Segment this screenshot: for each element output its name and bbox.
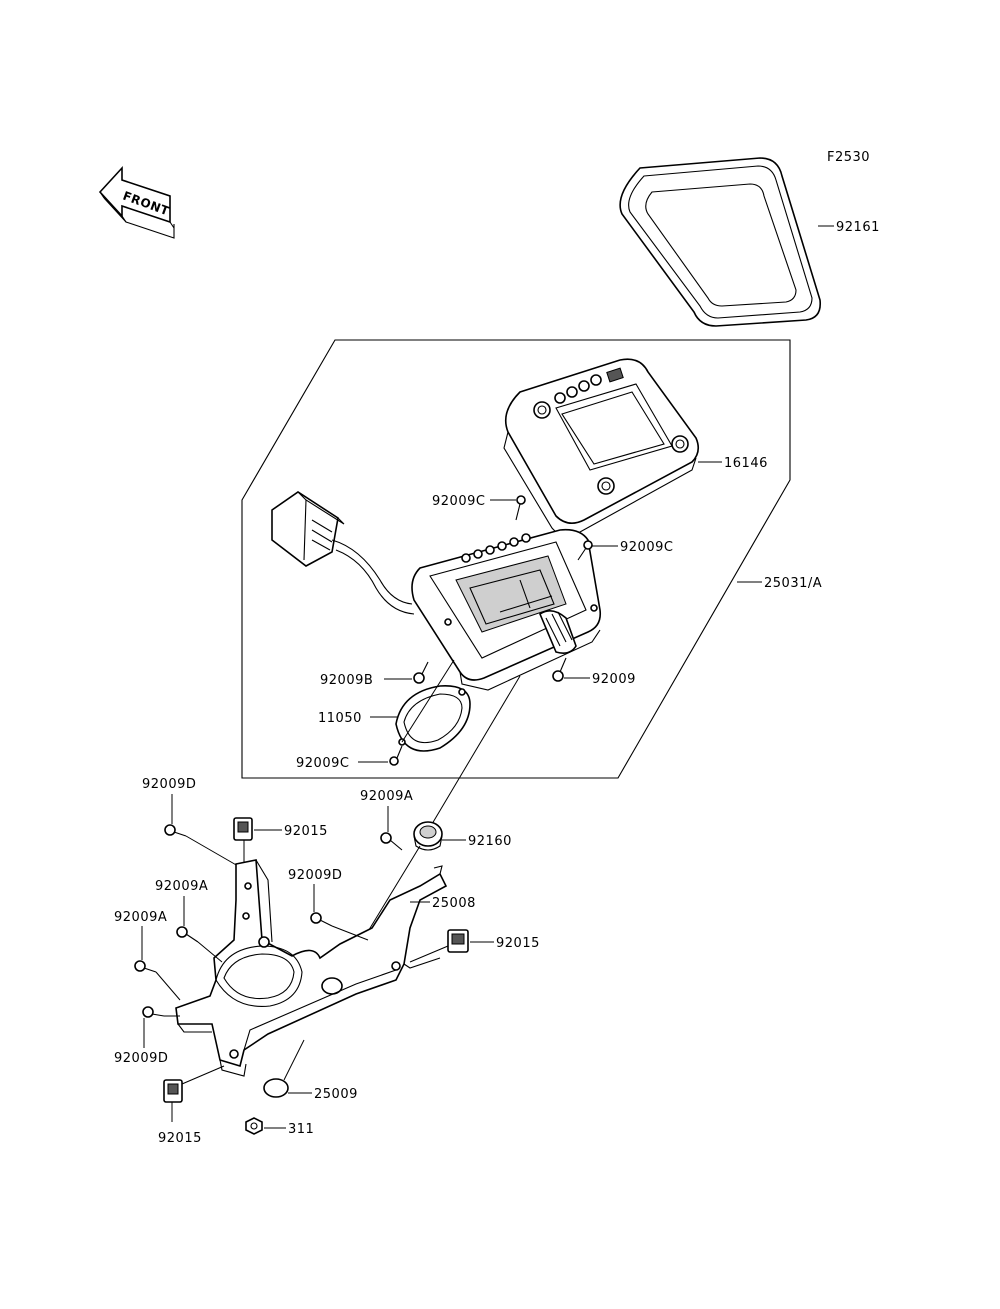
screw-icon [310, 912, 333, 927]
upper-meter-case-16146 [503, 358, 700, 536]
callout-25009: 25009 [314, 1087, 358, 1102]
callout-92009c-bottom: 92009C [296, 756, 349, 771]
front-arrow-icon: FRONT [98, 165, 175, 239]
callout-311: 311 [288, 1122, 314, 1137]
washer-icon [263, 1078, 289, 1098]
callout-92009d-mid: 92009D [288, 868, 342, 883]
screw-icon [413, 661, 429, 684]
clip-nut-icon [233, 817, 253, 841]
callout-16146: 16146 [724, 456, 768, 471]
screw-icon [577, 540, 593, 561]
callout-92015-right: 92015 [496, 936, 540, 951]
screw-icon [380, 832, 403, 851]
callout-11050: 11050 [318, 711, 362, 726]
clip-nut-icon [447, 929, 469, 953]
clip-nut-icon [163, 1079, 183, 1103]
callout-92009c-top: 92009C [432, 494, 485, 509]
callout-92009a-left: 92009A [155, 879, 208, 894]
callout-25031a: 25031/A [764, 576, 822, 591]
callout-92009a-far: 92009A [114, 910, 167, 925]
screw-icon [164, 824, 187, 837]
gasket-11050 [395, 685, 471, 752]
screw-icon [142, 1006, 165, 1018]
screw-icon [515, 495, 526, 521]
hex-nut-icon [245, 1117, 263, 1135]
callout-92161: 92161 [836, 220, 880, 235]
grommet-icon [413, 821, 443, 851]
screw-icon [552, 657, 567, 682]
callout-92009c-right: 92009C [620, 540, 673, 555]
assembly-frame-25031a [241, 339, 791, 779]
callout-92009d-top: 92009D [142, 777, 196, 792]
callout-92015-bottom: 92015 [158, 1131, 202, 1146]
meter-bracket-25008 [175, 859, 448, 1077]
screw-icon [389, 745, 403, 766]
meter-body-with-harness [271, 491, 602, 691]
screw-icon [134, 960, 157, 973]
figure-code: F2530 [827, 150, 870, 165]
callout-92160: 92160 [468, 834, 512, 849]
callout-92009a-top: 92009A [360, 789, 413, 804]
callout-25008: 25008 [432, 896, 476, 911]
callout-92015-top: 92015 [284, 824, 328, 839]
callout-92009b: 92009B [320, 673, 373, 688]
screw-icon [176, 926, 199, 943]
callout-92009: 92009 [592, 672, 636, 687]
callout-92009d-bottom: 92009D [114, 1051, 168, 1066]
bezel-gasket-92161 [619, 157, 822, 327]
